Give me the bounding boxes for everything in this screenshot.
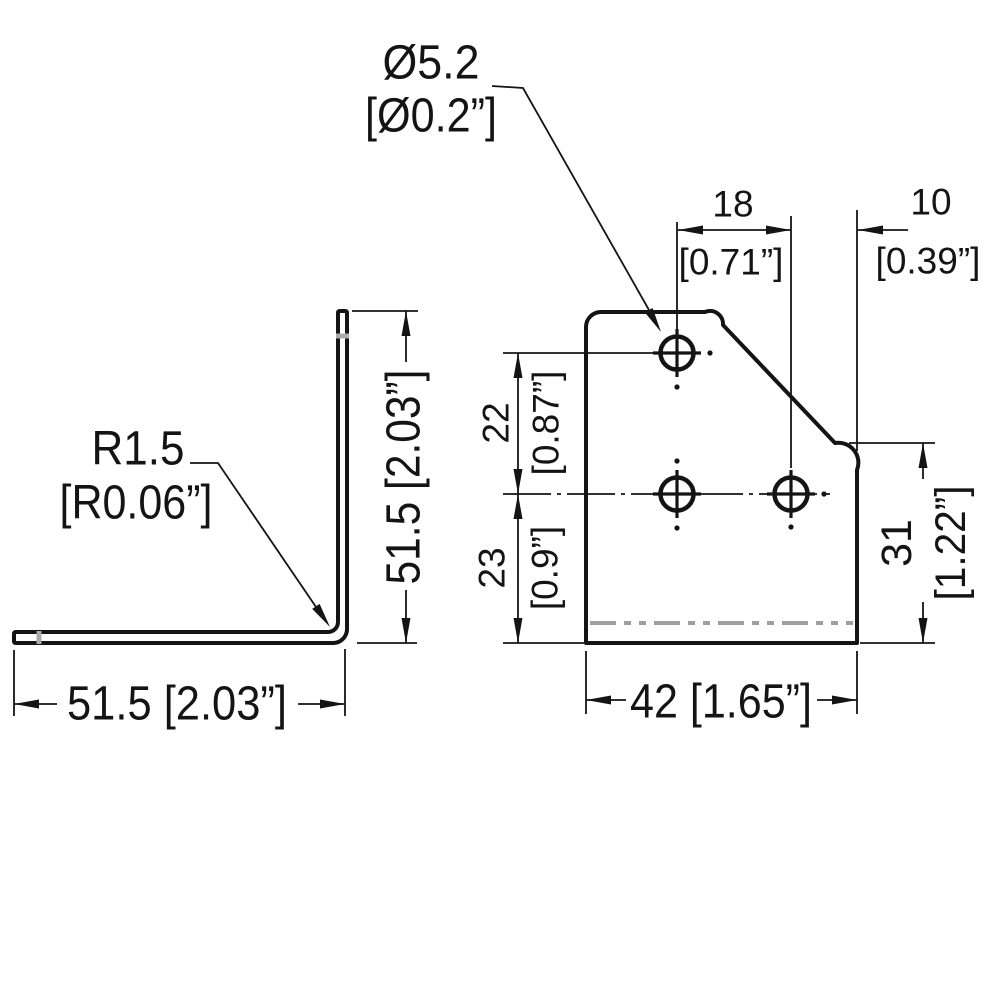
arrowhead-up [918,443,928,468]
center-mark-dot [674,525,680,531]
side-view: R1.5 [R0.06”] 51.5 [2.03”] 51.5 [2.03”] [12,309,431,731]
right-height-imperial: [1.22”] [927,486,975,601]
hole-middle-right [767,470,827,530]
dim-side-height: 51.5 [2.03”] [352,310,431,644]
right-height-metric: 31 [873,519,921,567]
side-view-outline [12,309,349,645]
edge-offset-imperial: [0.39”] [876,241,981,282]
hole-spacing-imperial: [0.71”] [679,242,784,283]
front-view-outline [584,309,861,645]
arrowhead-left [14,699,39,709]
front-width-value: 42 [1.65”] [630,676,812,729]
front-view: Ø5.2 [Ø0.2”] 18 [0.71”] 10 [0.39”] 22 [0 [365,37,980,729]
arrowhead-left [858,225,883,235]
hole-top [653,329,713,390]
arrowhead-down [513,469,523,494]
dim-hole-spacing: 18 [0.71”] [678,184,791,283]
center-mark-dot [788,524,794,530]
hole-leader-arrowhead [644,308,661,332]
hole-leader-line [491,85,650,311]
radius-leader-arrowhead [312,603,330,627]
arrowhead-right [766,225,791,235]
radius-callout-metric: R1.5 [92,423,185,476]
dim-lower-hole: 23 [0.9”] [472,494,566,643]
arrowhead-up [401,311,411,336]
dim-front-width: 42 [1.65”] [585,651,858,729]
arrowhead-up [513,494,523,519]
center-mark-dot [707,350,713,356]
arrowhead-right [320,699,345,709]
radius-callout-imperial: [R0.06”] [60,477,213,530]
edge-offset-metric: 10 [910,182,951,223]
dim-upper-hole: 22 [0.87”] [476,353,567,494]
arrowhead-right [832,695,857,705]
center-mark-dot [674,458,680,464]
side-width-value: 51.5 [2.03”] [67,678,287,731]
dim-bend-radius: R1.5 [R0.06”] [60,423,330,627]
radius-leader-line [190,462,317,608]
side-height-value: 51.5 [2.03”] [378,370,431,585]
hole-callout-metric: Ø5.2 [383,37,480,90]
dim-right-height: 31 [1.22”] [849,442,975,644]
arrowhead-down [401,618,411,643]
dim-hole-diameter: Ø5.2 [Ø0.2”] [365,37,661,332]
arrowhead-left [678,225,703,235]
center-mark-dot [674,384,680,390]
dim-edge-offset: 10 [0.39”] [858,182,980,282]
arrowhead-up [513,353,523,378]
hole-callout-imperial: [Ø0.2”] [365,90,497,143]
lower-hole-metric: 23 [472,547,513,588]
hole-center-cross [653,329,701,377]
upper-hole-imperial: [0.87”] [526,371,567,476]
dim-side-width: 51.5 [2.03”] [13,649,346,731]
arrowhead-down [918,618,928,643]
arrowhead-left [586,695,611,705]
arrowhead-down [513,618,523,643]
lower-hole-imperial: [0.9”] [525,526,566,610]
upper-hole-metric: 22 [476,402,517,443]
hole-spacing-metric: 18 [712,184,753,225]
